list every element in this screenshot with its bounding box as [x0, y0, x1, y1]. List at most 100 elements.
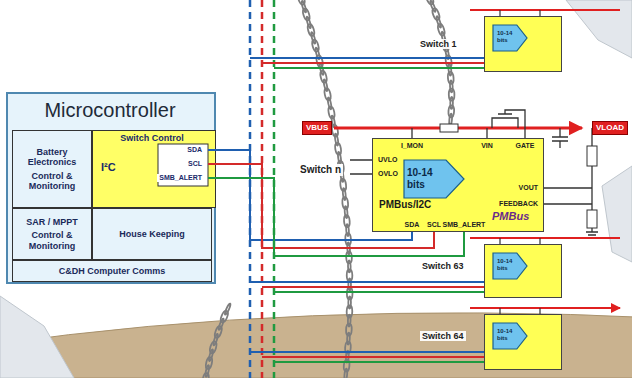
- bus-tap: [250, 281, 484, 283]
- label-holder: VIN: [479, 142, 495, 150]
- function-cell: SAR / MPPT Control & Monitoring: [12, 208, 92, 260]
- node-text: I²C: [101, 161, 116, 174]
- bus-group: [250, 0, 484, 378]
- bus-tap: [262, 62, 484, 64]
- text-holder: 10-14 bits: [497, 30, 521, 44]
- converter-outline: [485, 245, 531, 285]
- chain: [297, 0, 353, 378]
- function-cell: House Keeping: [92, 208, 212, 260]
- interface-box: [158, 144, 208, 186]
- label-holder: SDA: [403, 221, 422, 229]
- label-holder: SCL: [186, 160, 204, 168]
- switch-chip: 10-14 bits: [484, 314, 562, 370]
- label-holder: VBUS: [302, 121, 332, 134]
- chain-link: [310, 32, 316, 44]
- microcontroller-box: Battery ElectronicsControl & MonitoringS…: [6, 92, 216, 284]
- bus-tap: [262, 286, 484, 288]
- switch-chip: 10-14 bits: [484, 16, 562, 72]
- text-holder: Switch Control: [93, 133, 211, 143]
- node-text: Control & Monitoring: [16, 230, 88, 251]
- chain-link: [301, 1, 307, 13]
- converter-outline: [485, 17, 531, 57]
- resistor-symbol: [440, 124, 458, 132]
- node-text: Control & Monitoring: [16, 171, 88, 192]
- node-text: House Keeping: [119, 229, 185, 239]
- pin-wire: [412, 128, 487, 138]
- adc-block: 10-14 bits: [403, 159, 465, 199]
- text-holder: I²C: [101, 161, 116, 174]
- label-holder: GATE: [514, 142, 537, 150]
- switch-name: Switch 63: [422, 261, 464, 271]
- switch-name: Switch n: [300, 164, 341, 176]
- pin-name: I_MON: [401, 142, 423, 150]
- switch-chip: 10-14 bits: [484, 244, 562, 298]
- node-text: 10-14 bits: [497, 258, 521, 272]
- pin-wire: [544, 188, 592, 204]
- pin-name: SMB_ALERT: [443, 221, 486, 229]
- label-holder: PMBus: [490, 210, 531, 223]
- planet-surface: [0, 313, 632, 378]
- pin-name: OVLO: [378, 170, 398, 178]
- label-holder: OVLO: [376, 170, 400, 178]
- label-holder: I_MON: [399, 142, 425, 150]
- signal-name: SCL: [188, 160, 202, 168]
- converter-shape: [493, 323, 527, 349]
- chain: [202, 303, 231, 378]
- chain-group: [202, 0, 455, 378]
- text-holder: PMBus/I2C: [379, 199, 431, 211]
- chain-link: [224, 303, 231, 315]
- switch-name: Switch 1: [420, 39, 457, 49]
- pin-name: VOUT: [519, 184, 538, 192]
- pin-stub: [208, 163, 216, 165]
- pin-name: VIN: [481, 142, 493, 150]
- rail-tag: VBUS: [306, 123, 328, 132]
- power-path: [334, 10, 620, 314]
- bus-tap: [262, 356, 484, 358]
- chain-link: [306, 16, 312, 28]
- label-holder: FEEDBACK: [497, 200, 540, 208]
- converter-shape: [493, 253, 527, 279]
- label-holder: VOUT: [517, 184, 540, 192]
- function-cell: C&DH Computer Comms: [12, 260, 212, 282]
- label-holder: SMB_ALERT: [157, 174, 204, 182]
- signal-name: SMB_ALERT: [159, 174, 202, 182]
- resistor-symbol: [587, 210, 597, 228]
- logo-text: PMBus: [492, 210, 529, 223]
- bus-tap: [274, 291, 484, 293]
- pin-name: SDA: [405, 221, 420, 229]
- pin-stub: [208, 177, 216, 179]
- bus-tap: [250, 57, 484, 59]
- label-holder: VLOAD: [592, 121, 628, 134]
- pin-stub: [208, 149, 216, 151]
- node-text: PMBus/I2C: [379, 199, 431, 211]
- rail-tag: VLOAD: [596, 123, 624, 132]
- bus-tap: [274, 67, 484, 69]
- label-holder: SMB_ALERT: [441, 221, 488, 229]
- capacitor-symbol: [552, 128, 568, 148]
- node-text: SAR / MPPT: [26, 217, 78, 227]
- label-holder: Switch 1: [418, 39, 459, 49]
- bus-tap: [250, 351, 484, 353]
- mosfet-symbol: [492, 110, 525, 138]
- text-holder: Microcontroller: [8, 99, 212, 122]
- bus-tap: [274, 361, 484, 363]
- node-text: 10-14 bits: [497, 30, 521, 44]
- text-holder: 10-14 bits: [407, 167, 447, 190]
- node-text: Switch Control: [93, 133, 211, 143]
- label-holder: Switch 64: [420, 331, 466, 341]
- converter-shape: [404, 160, 464, 198]
- solar-panel: [0, 296, 74, 378]
- chain-link: [450, 97, 453, 109]
- node-text: 10-14 bits: [407, 167, 447, 190]
- chain-link: [344, 369, 348, 378]
- text-holder: 10-14 bits: [497, 328, 521, 342]
- function-cell: Battery ElectronicsControl & Monitoring: [12, 130, 92, 208]
- solar-panel: [566, 0, 632, 58]
- resistor-symbol: [587, 146, 597, 166]
- pin-name: SCL: [427, 221, 441, 229]
- solar-panel: [602, 166, 632, 262]
- node-text: C&DH Computer Comms: [59, 266, 166, 276]
- label-holder: UVLO: [376, 156, 399, 164]
